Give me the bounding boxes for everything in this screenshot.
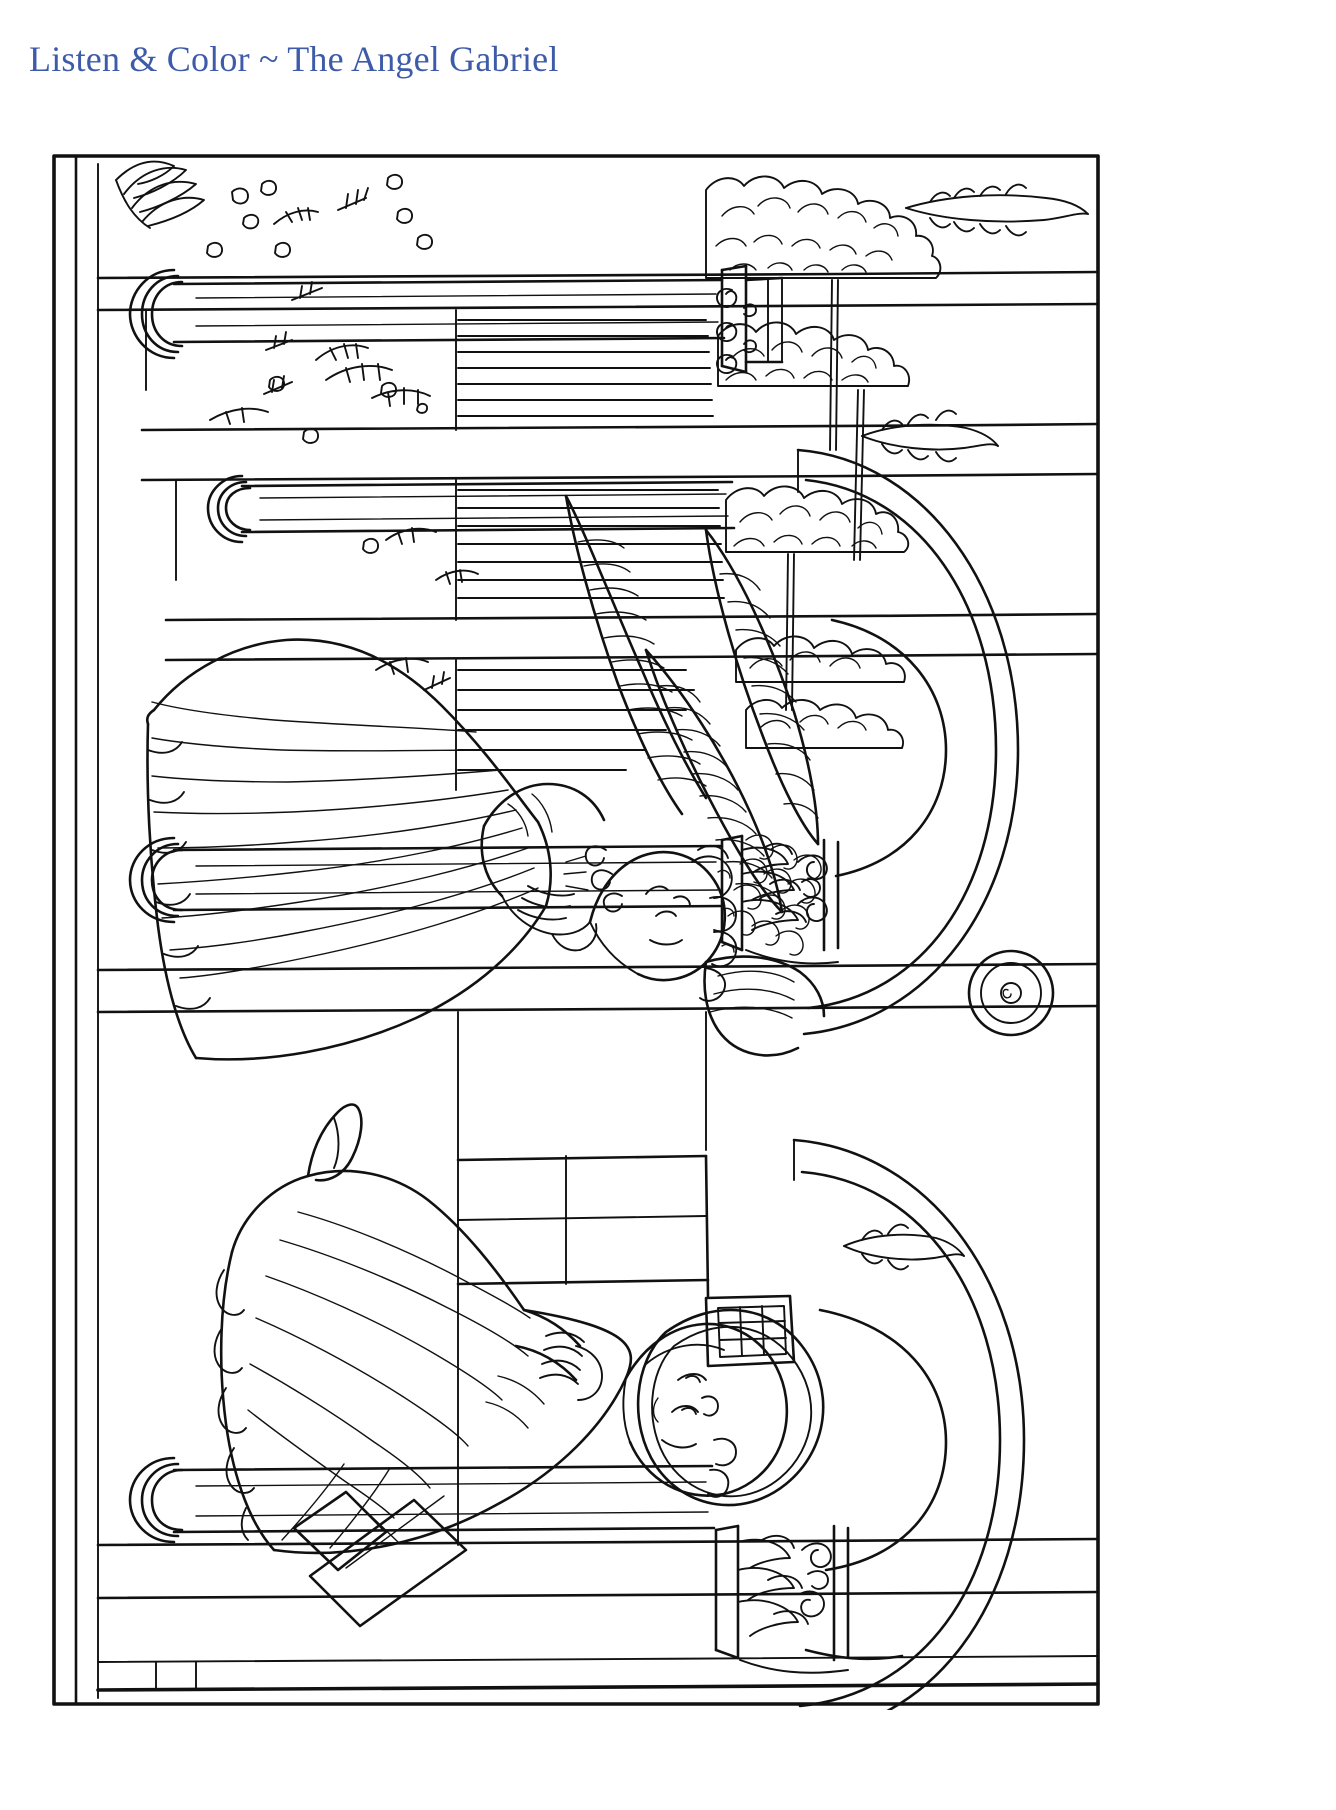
angel-wings	[564, 494, 826, 1057]
angel-hands	[501, 885, 598, 952]
architecture-bands	[96, 270, 1100, 1600]
mary-halo	[636, 1308, 825, 1507]
fluted-panel	[457, 319, 725, 771]
column-shaft-2	[206, 474, 736, 544]
lectern	[292, 1490, 468, 1628]
mary-robe	[213, 1103, 633, 1555]
scattered-flowers	[115, 160, 1089, 1271]
page-title: Listen & Color ~ The Angel Gabriel	[29, 39, 559, 79]
illustration-annunciation	[46, 150, 1106, 1710]
ground-lines	[96, 1655, 1100, 1692]
garden-foliage	[705, 175, 942, 749]
annunciation-line-art-svg	[52, 154, 1100, 1710]
grid-window	[704, 1294, 796, 1368]
medallion	[967, 949, 1055, 1037]
sprigs	[209, 187, 479, 691]
angel-robe	[145, 638, 606, 1061]
wheat-spray-3	[843, 1223, 965, 1271]
outer-frame	[52, 154, 1100, 1706]
volutes	[716, 288, 757, 374]
angel-gabriel	[145, 494, 826, 1061]
column-shaft-4	[128, 1456, 716, 1544]
column-shaft-1	[128, 268, 726, 360]
leaf-cluster-1	[115, 160, 205, 229]
mary-head	[622, 1322, 789, 1498]
round-arches	[792, 448, 1026, 1710]
virgin-mary	[213, 1103, 825, 1628]
wing-coverts	[727, 834, 822, 956]
angel-head	[588, 844, 738, 1002]
wheat-spray-1	[905, 183, 1089, 237]
angel-scroll-ornament	[563, 845, 623, 913]
interior-wall	[456, 1154, 710, 1298]
wheat-spray-2	[861, 409, 999, 463]
scroll-capital	[716, 264, 784, 374]
mary-hands	[485, 1308, 603, 1429]
acanthus-capital-2	[714, 1524, 904, 1674]
